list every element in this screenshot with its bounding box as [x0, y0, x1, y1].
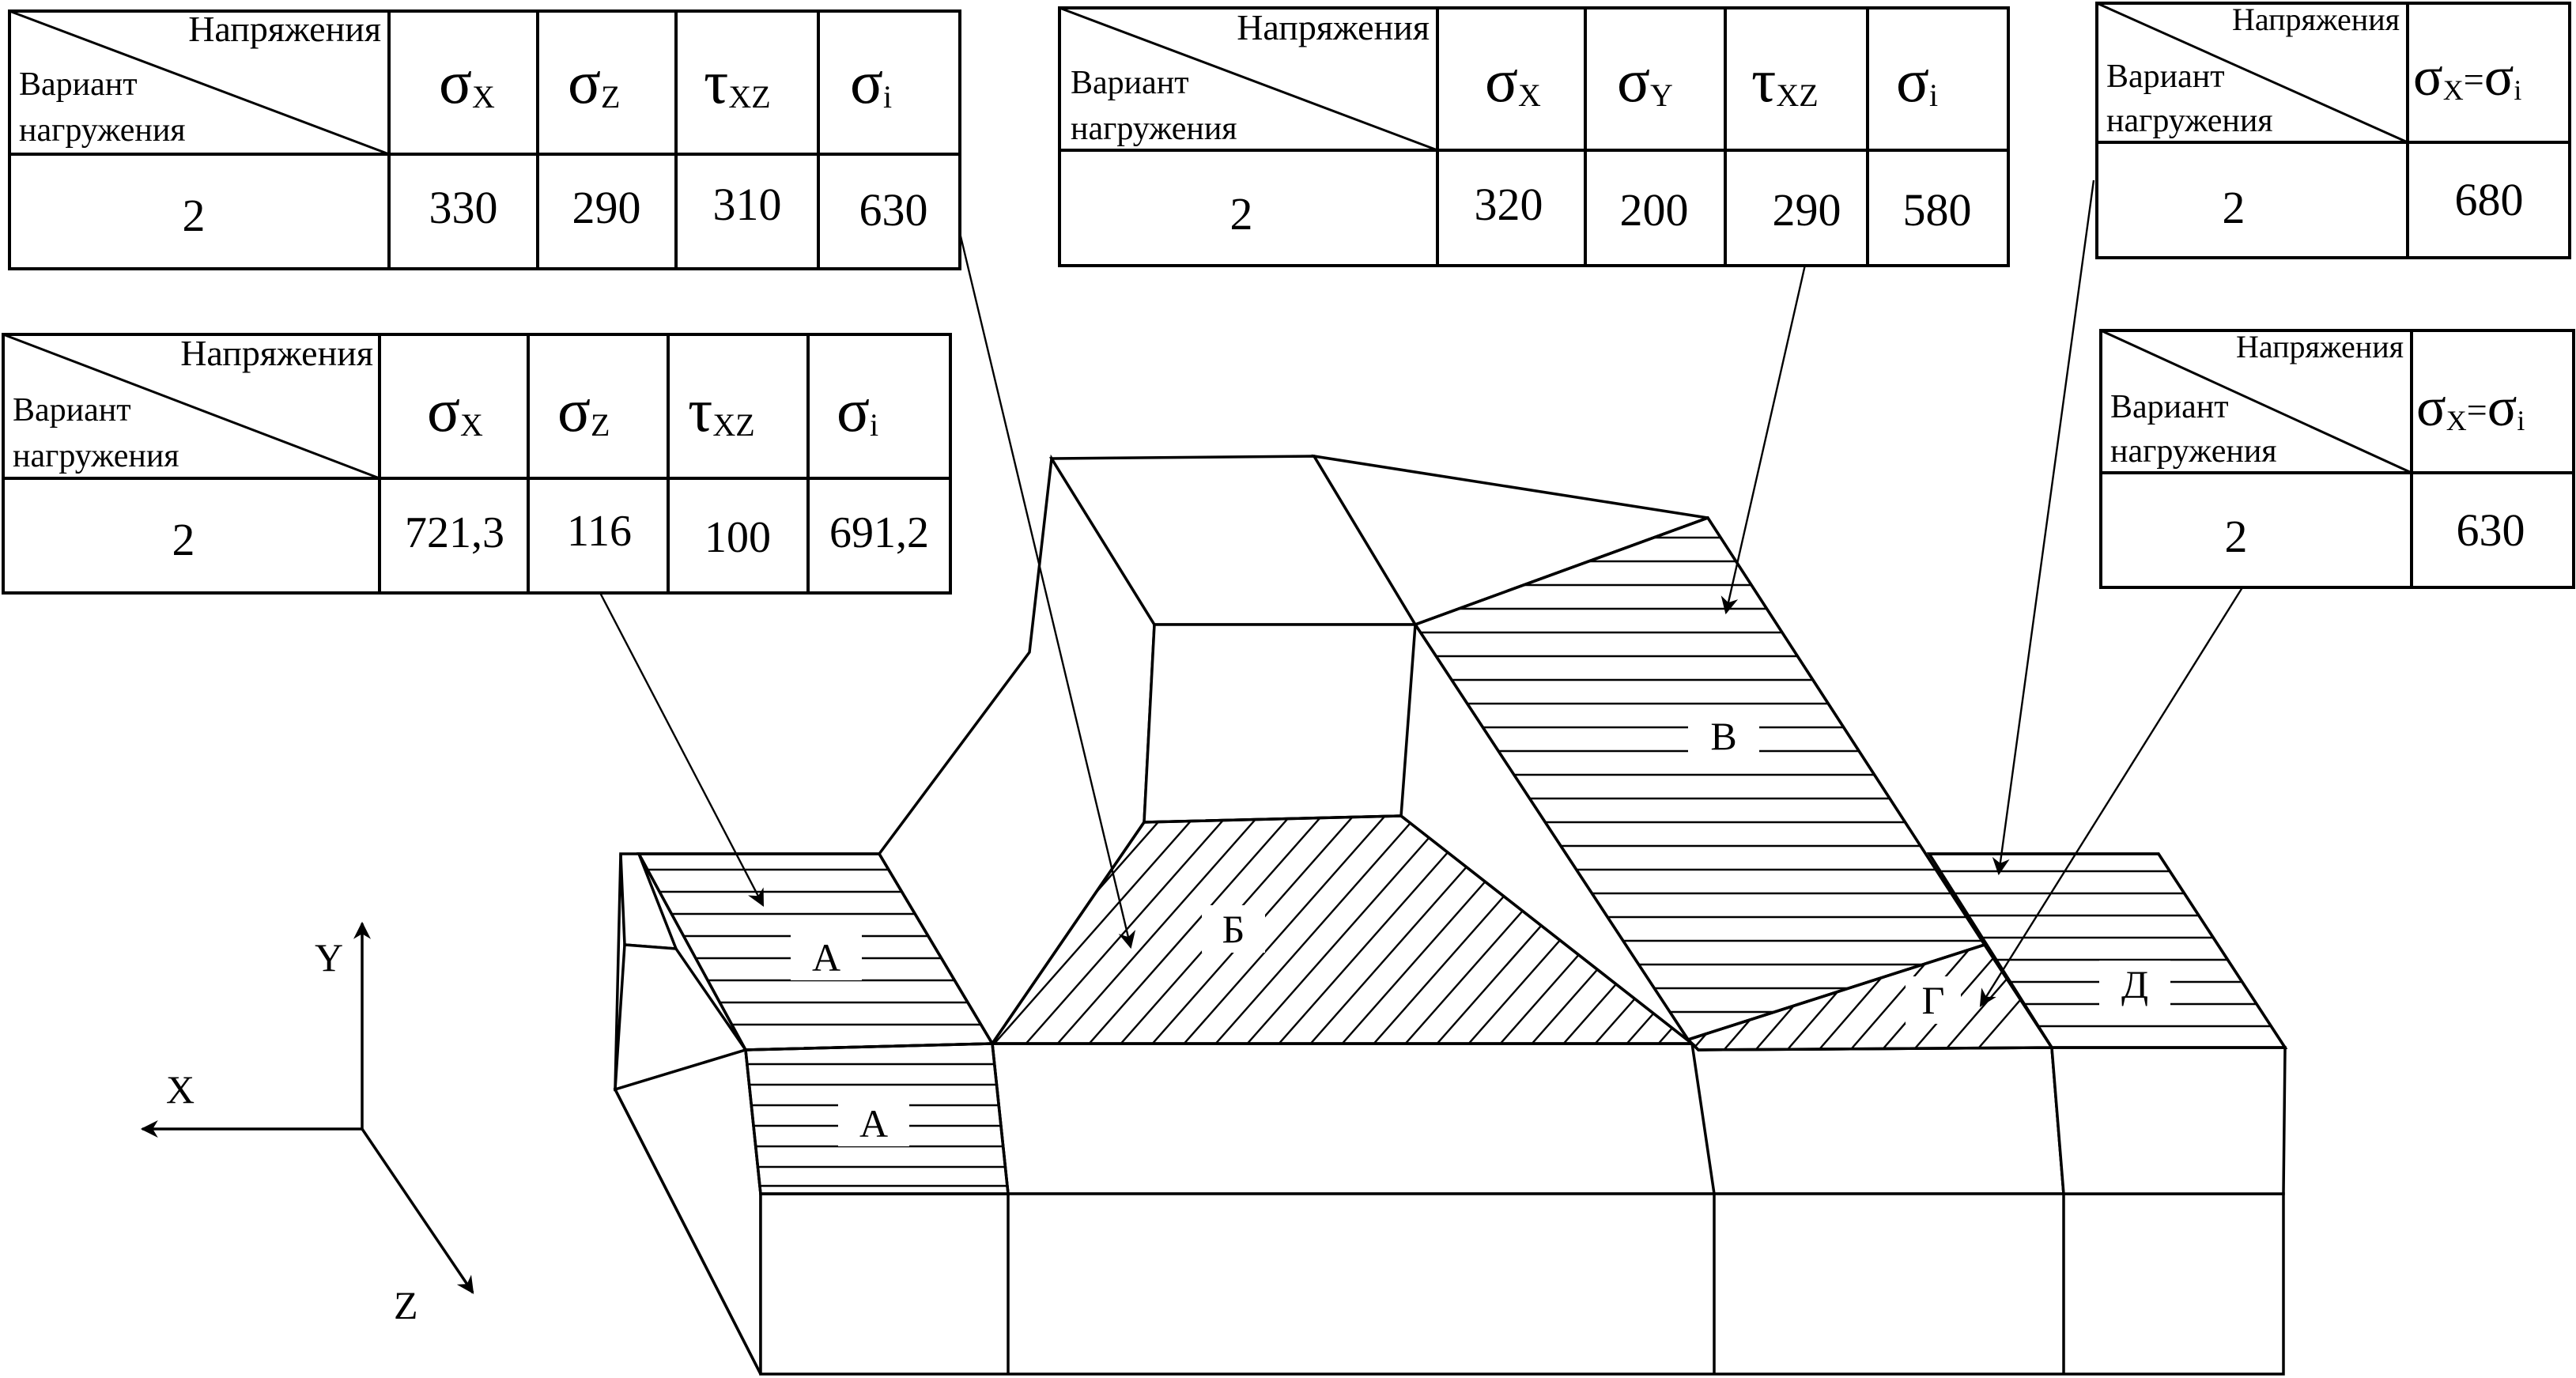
value-sigma-z: 290 — [572, 182, 641, 233]
header-stresses: Напряжения — [2232, 2, 2400, 37]
leader-table-b — [955, 219, 1136, 949]
svg-text:τXZ: τXZ — [704, 47, 771, 116]
variant-value: 2 — [1230, 188, 1253, 240]
base-plate-front — [991, 1042, 2065, 1195]
axis-label-y: Y — [315, 935, 343, 980]
header-stresses: Напряжения — [188, 9, 381, 49]
zone-label-g: Г — [1922, 978, 1945, 1022]
value-sigma-y: 200 — [1620, 184, 1689, 236]
post-front — [1143, 623, 1417, 824]
header-variant: Вариант — [13, 392, 131, 429]
variant-value: 2 — [183, 190, 206, 241]
header-loading: нагружения — [19, 112, 186, 149]
header-loading: нагружения — [13, 438, 179, 474]
svg-text:τXZ: τXZ — [1751, 46, 1819, 115]
leader-table-d — [1992, 179, 2095, 876]
value-tau-xz: 310 — [713, 179, 782, 230]
zone-label-d: Д — [2121, 962, 2148, 1006]
base-plate-bottom-front — [759, 1192, 2285, 1376]
zone-label-b: Б — [1222, 907, 1245, 951]
header-variant: Вариант — [19, 66, 138, 103]
svg-text:σZ: σZ — [568, 47, 620, 116]
table-zone-g: Напряжения Вариант нагружения σX=σi 2 63… — [2099, 329, 2575, 589]
variant-value: 2 — [172, 514, 195, 565]
value-sigma-i: 580 — [1903, 184, 1972, 236]
header-stresses: Напряжения — [180, 333, 373, 373]
variant-value: 2 — [2223, 182, 2246, 233]
header-loading: нагружения — [2106, 103, 2273, 139]
z-axis — [361, 1128, 474, 1294]
value-sigma-x: 320 — [1475, 179, 1543, 230]
value-sigma-x: 721,3 — [405, 508, 504, 557]
value-sigma-z: 116 — [567, 507, 632, 556]
value-sigma-x-eq-sigma-i: 630 — [2457, 504, 2525, 556]
leader-table-v — [1720, 264, 1807, 615]
svg-text:σX: σX — [1485, 46, 1541, 115]
zone-label-a-top: А — [812, 935, 840, 980]
header-variant: Вариант — [2110, 389, 2229, 425]
variant-value: 2 — [2225, 511, 2248, 562]
svg-text:σX: σX — [439, 47, 495, 116]
table-zone-d: Напряжения Вариант нагружения σX=σi 2 68… — [2095, 2, 2571, 259]
weld-model: А А Б В Г Д — [613, 454, 2288, 1376]
zone-label-a-front: А — [859, 1101, 888, 1146]
value-sigma-x-eq-sigma-i: 680 — [2455, 174, 2524, 225]
svg-text:σi: σi — [837, 376, 878, 444]
leader-lines — [598, 179, 2246, 1007]
value-sigma-i: 630 — [859, 184, 928, 236]
leader-table-a — [598, 591, 765, 907]
header-loading: нагружения — [1071, 111, 1237, 147]
left-end-front — [613, 1048, 762, 1375]
svg-text:σi: σi — [850, 47, 892, 116]
header-loading: нагружения — [2110, 433, 2277, 470]
axis-label-z: Z — [394, 1283, 418, 1327]
svg-text:σX=σi: σX=σi — [2416, 377, 2525, 438]
right-end-front — [2050, 1046, 2287, 1195]
coordinate-axes: Y X Z — [140, 921, 474, 1327]
table-zone-b: Напряжения Вариант нагружения σX σZ τXZ … — [8, 9, 961, 270]
svg-text:σX=σi: σX=σi — [2413, 47, 2521, 108]
header-stresses: Напряжения — [1237, 7, 1430, 47]
svg-text:σi: σi — [1896, 46, 1938, 115]
value-sigma-x: 330 — [429, 182, 498, 233]
value-tau-xz: 100 — [704, 513, 771, 562]
table-zone-a: Напряжения Вариант нагружения σX σZ τXZ … — [2, 333, 952, 595]
svg-text:σX: σX — [427, 376, 483, 444]
svg-text:σY: σY — [1617, 46, 1673, 115]
zone-label-v: В — [1710, 714, 1736, 758]
svg-text:τXZ: τXZ — [688, 376, 755, 444]
axis-label-x: X — [166, 1067, 195, 1112]
value-tau-xz: 290 — [1773, 184, 1841, 236]
header-variant: Вариант — [2106, 59, 2225, 95]
leader-table-g — [1979, 584, 2246, 1007]
header-variant: Вариант — [1071, 65, 1189, 101]
header-stresses: Напряжения — [2236, 329, 2404, 364]
table-zone-v: Напряжения Вариант нагружения σX σY τXZ … — [1058, 6, 2010, 267]
svg-text:σZ: σZ — [557, 376, 610, 444]
value-sigma-i: 691,2 — [829, 508, 929, 557]
